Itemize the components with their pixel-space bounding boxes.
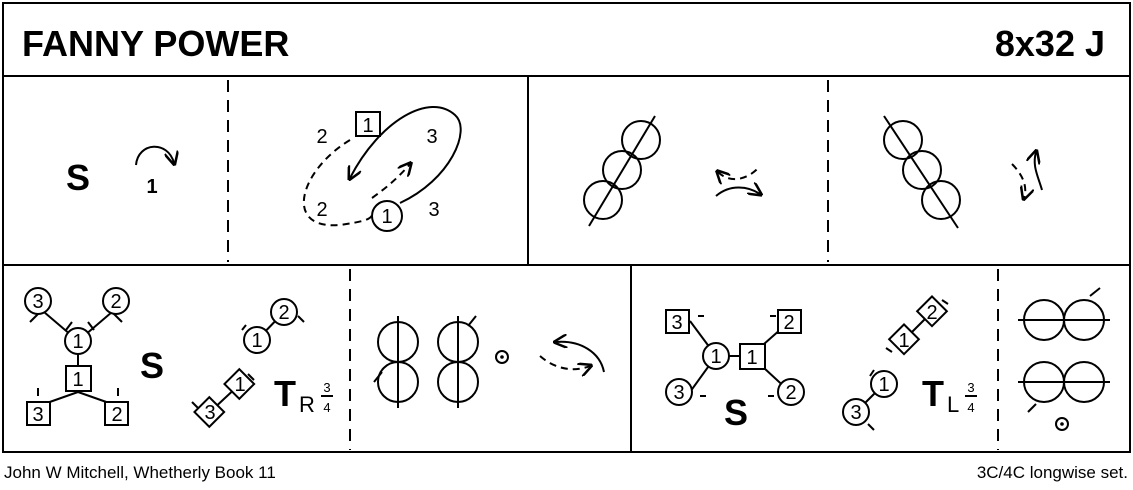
dance-title: FANNY POWER xyxy=(22,23,289,64)
turn-dancer-1-circle: 1 xyxy=(878,374,889,396)
fraction-numerator: 3 xyxy=(967,380,974,395)
dancer-3-square-label: 3 xyxy=(671,312,682,334)
turn-dancer-2-circle: 2 xyxy=(278,302,289,324)
dancer-3-top: 3 xyxy=(426,126,437,148)
dancer-1-circle-label: 1 xyxy=(710,346,721,368)
set-symbol: S xyxy=(66,157,90,198)
panel-set-and-turn-right: 3 2 1 1 3 2 S 1 2 3 1 T R 3 4 xyxy=(24,287,333,429)
panel-set-and-turn-left: 3 3 1 1 2 2 S 1 2 3 1 T L 3 4 xyxy=(665,295,977,433)
turn-dancer-1-circle: 1 xyxy=(251,330,262,352)
panel-balance xyxy=(373,315,605,408)
fraction-numerator: 3 xyxy=(323,380,330,395)
centre-dot-icon xyxy=(495,350,509,364)
footer-set-type: 3C/4C longwise set. xyxy=(977,463,1128,482)
woman-path-dashed xyxy=(302,139,373,227)
dancer-2-circle-label: 2 xyxy=(110,291,121,313)
turn-dancer-1-diamond: 1 xyxy=(898,330,909,352)
centre-dot-icon xyxy=(1055,417,1069,431)
set-symbol: S xyxy=(724,392,748,433)
dancer-1-circle-label: 1 xyxy=(72,331,83,353)
dancer-2-circle-label: 2 xyxy=(785,382,796,404)
set-symbol: S xyxy=(140,345,164,386)
dancer-1-man-label: 1 xyxy=(362,115,373,137)
swap-dashed-arrow-icon xyxy=(718,165,761,179)
reel-axis xyxy=(883,115,959,229)
dancer-1-woman-label: 1 xyxy=(381,206,392,228)
panel-reel-diagonal-1 xyxy=(583,115,761,227)
turn-symbol: T xyxy=(274,373,296,414)
formation-label: 8x32 J xyxy=(995,23,1105,64)
turn-symbol: T xyxy=(922,373,944,414)
dancer-1-label: 1 xyxy=(146,176,157,198)
fraction-denominator: 4 xyxy=(323,400,330,415)
dancer-3-bottom: 3 xyxy=(428,199,439,221)
swap-dashed-arrow-icon xyxy=(1011,163,1025,198)
dancer-3-circle-label: 3 xyxy=(673,382,684,404)
dancer-2-square-label: 2 xyxy=(111,404,122,426)
panel-loop: 2 1 3 2 1 3 xyxy=(302,105,462,232)
dancer-1-square-label: 1 xyxy=(746,347,757,369)
reel-axis xyxy=(588,115,656,227)
footer-source: John W Mitchell, Whetherly Book 11 xyxy=(4,463,276,482)
turn-dancer-2-diamond: 2 xyxy=(926,302,937,324)
dancer-3-square-label: 3 xyxy=(32,404,43,426)
swap-solid-arrow-icon xyxy=(1035,152,1043,191)
swap-solid-arrow-icon xyxy=(715,188,760,197)
card-border xyxy=(2,2,1131,453)
solid-arrow-icon xyxy=(556,342,605,373)
turn-dancer-3-diamond: 3 xyxy=(204,402,215,424)
panel-set-and-cast: S 1 xyxy=(66,145,174,198)
panel-balance-horizontal xyxy=(1018,287,1110,431)
hand-left-label: L xyxy=(947,392,959,417)
cast-arrow-icon xyxy=(135,145,174,165)
woman-inner-arrow xyxy=(371,164,410,199)
dancer-1-square-label: 1 xyxy=(72,369,83,391)
dancer-2-top: 2 xyxy=(316,126,327,148)
dancer-2-square-label: 2 xyxy=(783,312,794,334)
dancer-1-man-square xyxy=(355,111,381,137)
dashed-arrow-icon xyxy=(539,355,590,369)
turn-dancer-3-circle: 3 xyxy=(850,402,861,424)
hand-right-label: R xyxy=(299,392,315,417)
panel-reel-diagonal-2 xyxy=(883,115,1043,229)
turn-dancer-1-diamond: 1 xyxy=(234,374,245,396)
dancer-3-circle-label: 3 xyxy=(32,291,43,313)
fraction-denominator: 4 xyxy=(967,400,974,415)
man-path-solid xyxy=(350,105,462,204)
dancer-2-bottom: 2 xyxy=(316,199,327,221)
